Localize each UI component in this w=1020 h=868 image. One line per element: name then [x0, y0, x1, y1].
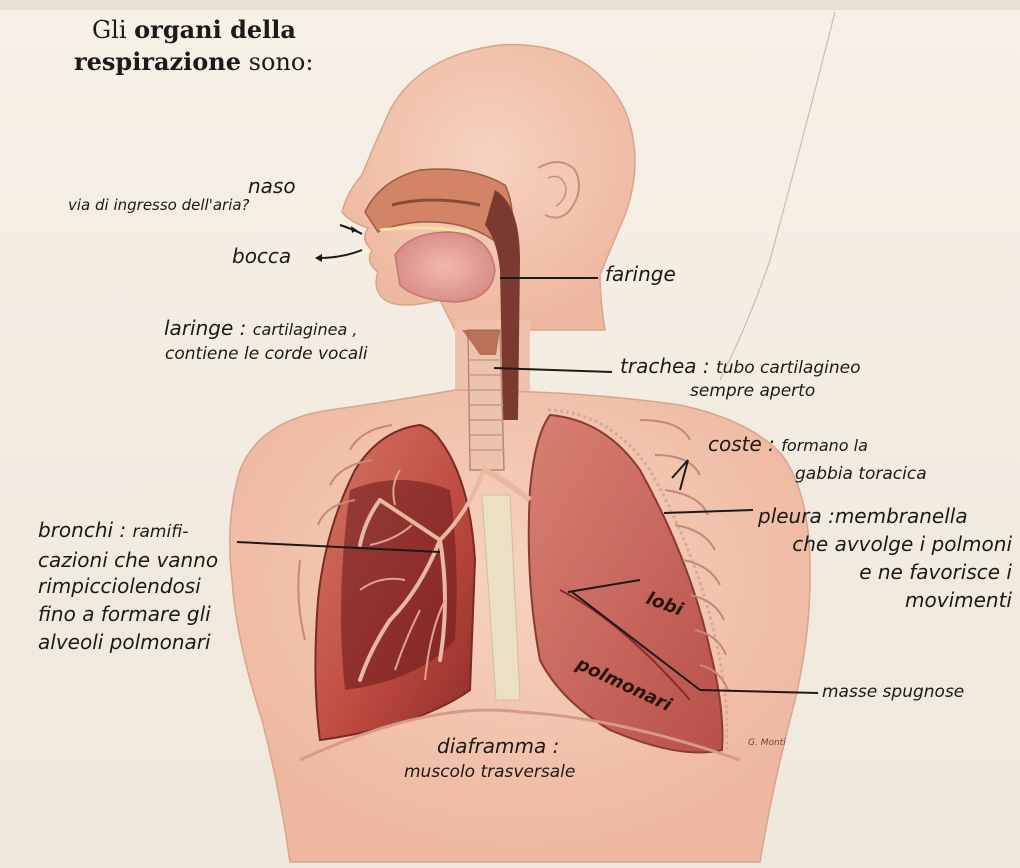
label-pleura: pleura :membranella	[758, 506, 968, 526]
label-bocca: bocca	[232, 246, 291, 266]
label-bronchi-desc-5: alveoli polmonari	[38, 632, 211, 652]
label-pleura-desc-3: e ne favorisce i	[859, 562, 1012, 582]
coste-title: coste :	[708, 432, 775, 456]
label-laringe-desc: contiene le corde vocali	[165, 346, 368, 363]
heading-bold-2: respirazione	[74, 47, 241, 76]
label-diaframma: diaframma :	[437, 736, 559, 756]
heading-prefix: Gli	[92, 16, 127, 44]
label-coste: coste : formano la	[708, 434, 868, 454]
coste-desc-1: formano la	[781, 436, 868, 455]
bronchi-title: bronchi :	[38, 518, 126, 542]
heading-suffix: sono:	[249, 48, 314, 76]
label-coste-desc: gabbia toracica	[795, 466, 927, 483]
heading-line-2: respirazione sono:	[74, 50, 313, 74]
laringe-title: laringe :	[164, 316, 246, 340]
label-naso-desc: via di ingresso dell'aria?	[68, 198, 250, 213]
pleura-title: pleura :	[758, 504, 835, 528]
label-faringe: faringe	[605, 264, 676, 284]
trachea-desc-1: tubo cartilagineo	[716, 358, 860, 378]
pleura-desc-1: membranella	[835, 504, 968, 528]
artist-signature: G. Monti	[748, 738, 786, 748]
label-bronchi: bronchi : ramifi-	[38, 520, 188, 541]
heading-line-1: Gli organi della	[92, 18, 296, 42]
label-pleura-desc-2: che avvolge i polmoni	[792, 534, 1012, 554]
label-masse-spugnose: masse spugnose	[822, 684, 964, 701]
label-trachea-desc: sempre aperto	[690, 383, 815, 400]
label-diaframma-desc: muscolo trasversale	[404, 764, 575, 781]
label-trachea: trachea : tubo cartilagineo	[620, 356, 860, 377]
label-pleura-desc-4: movimenti	[905, 590, 1012, 610]
paper-crease	[720, 12, 835, 380]
tongue	[395, 232, 495, 302]
label-laringe: laringe : cartilaginea ,	[164, 318, 357, 338]
trachea-title: trachea :	[620, 354, 710, 378]
label-naso: naso	[248, 176, 296, 196]
label-bronchi-desc-4: fino a formare gli	[38, 604, 211, 624]
label-bronchi-desc-2: cazioni che vanno	[38, 550, 218, 570]
laringe-desc-1: cartilaginea ,	[253, 320, 358, 339]
label-bronchi-desc-3: rimpicciolendosi	[38, 576, 201, 596]
bronchi-desc-1: ramifi-	[133, 522, 189, 542]
heading-bold-1: organi della	[134, 15, 296, 44]
